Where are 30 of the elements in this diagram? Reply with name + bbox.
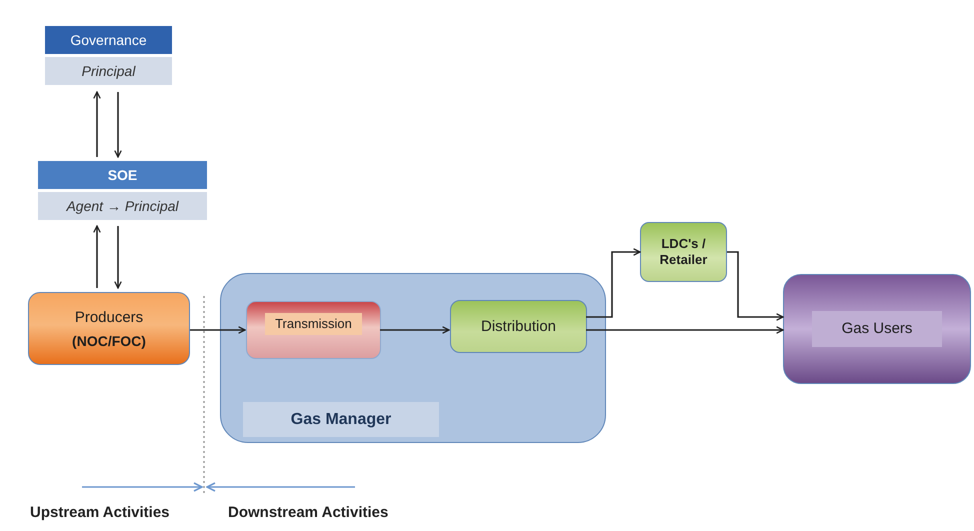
role-label: Agent → Principal — [38, 192, 207, 220]
node-label: Distribution — [480, 318, 556, 336]
process-box — [783, 274, 971, 384]
region-label: Downstream Activities — [228, 504, 388, 521]
region-label: Upstream Activities — [30, 504, 170, 521]
arrow — [114, 226, 122, 289]
node-label: (NOC/FOC) — [72, 333, 146, 350]
process-box — [28, 292, 190, 365]
node-label: Transmission — [265, 313, 362, 335]
node-label: Gas Users — [812, 311, 942, 347]
arrow — [93, 225, 101, 288]
group-container — [220, 273, 606, 443]
process-box — [450, 300, 587, 353]
arrow — [586, 248, 641, 318]
box-heading: Governance — [45, 26, 172, 54]
group-label: Gas Manager — [243, 402, 439, 437]
arrow — [727, 251, 784, 321]
node-label: LDC's / Retailer — [658, 236, 708, 268]
arrow — [114, 92, 122, 158]
arrow — [586, 326, 784, 334]
arrow — [190, 326, 246, 334]
box-heading: SOE — [38, 161, 207, 189]
role-label: Principal — [45, 56, 172, 84]
node-label: Producers — [74, 308, 144, 328]
arrow — [93, 91, 101, 157]
process-box — [640, 222, 727, 282]
role-box — [45, 24, 172, 86]
process-box — [246, 301, 381, 359]
role-box — [38, 161, 207, 220]
arrow — [380, 326, 450, 334]
